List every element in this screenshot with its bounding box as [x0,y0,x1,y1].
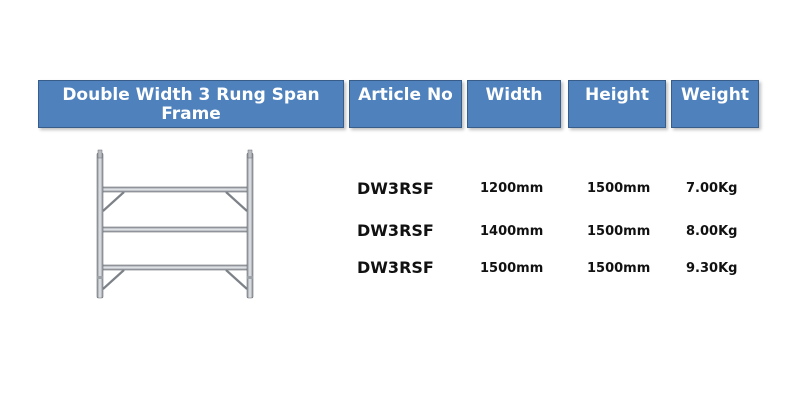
row-1-width: 1200mm [480,181,544,196]
row-3-weight: 9.30Kg [686,261,738,276]
scaffold-frame-icon [96,149,254,299]
header-description-line1: Double Width 3 Rung Span [62,85,320,105]
row-2-width: 1400mm [480,224,544,239]
row-2-article: DW3RSF [357,221,434,240]
header-description-line2: Frame [161,104,221,124]
header-article-no: Article No [349,80,462,128]
row-1-article: DW3RSF [357,179,434,198]
row-1-weight: 7.00Kg [686,181,738,196]
header-height: Height [568,80,666,128]
row-3-width: 1500mm [480,261,544,276]
row-2-weight: 8.00Kg [686,224,738,239]
row-3-article: DW3RSF [357,258,434,277]
row-2-height: 1500mm [587,224,651,239]
row-1-height: 1500mm [587,181,651,196]
header-width: Width [467,80,561,128]
row-3-height: 1500mm [587,261,651,276]
header-description: Double Width 3 Rung Span Frame [38,80,344,128]
header-weight: Weight [671,80,759,128]
